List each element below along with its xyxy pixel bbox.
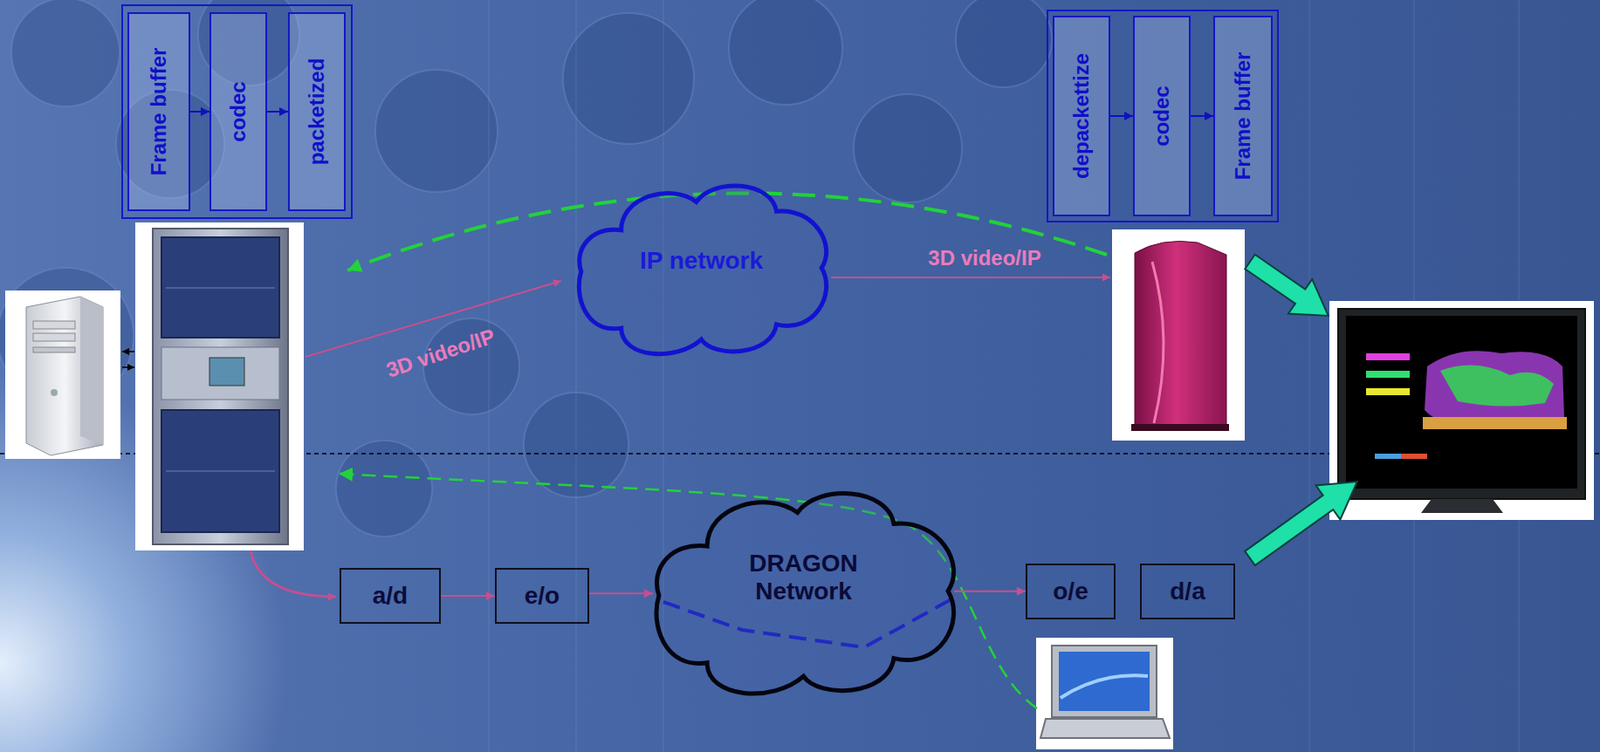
box-label: Frame buffer xyxy=(146,48,172,177)
rack-cabinet xyxy=(152,228,289,545)
sender-group-outline xyxy=(122,5,352,219)
rack-line xyxy=(165,287,275,289)
workstation-curve xyxy=(1152,261,1164,424)
block-arrow xyxy=(1237,244,1340,333)
laptop-base xyxy=(1040,719,1170,739)
converter-box: d/a xyxy=(1139,563,1236,620)
decor-circle xyxy=(563,13,694,145)
stream-label: 3D video/IP xyxy=(927,246,1041,271)
screen-bar xyxy=(1366,388,1410,396)
pc-power-button xyxy=(50,389,58,397)
stripe xyxy=(576,0,577,752)
screen-bar xyxy=(1366,353,1410,361)
rack-display xyxy=(209,357,245,386)
flow-arrow xyxy=(589,592,653,595)
box-label: codec xyxy=(1149,85,1175,146)
laptop-photo-ground xyxy=(1036,638,1174,750)
monitor-frame xyxy=(1338,309,1586,500)
packetizer-box: packetized xyxy=(288,12,346,212)
cloud-shape xyxy=(656,494,955,694)
box-label: packetized xyxy=(304,58,330,166)
converter-box: e/o xyxy=(494,568,590,625)
receiver-group-outline xyxy=(1047,10,1278,222)
laptop-screen xyxy=(1058,652,1150,712)
box-label: o/e xyxy=(1052,577,1088,606)
box-label: codec xyxy=(226,81,251,142)
flow-arrow xyxy=(267,110,289,113)
screen-floor xyxy=(1422,417,1567,430)
pc-drive-bay xyxy=(33,333,76,342)
analog-video-line xyxy=(250,550,337,598)
box-label: e/o xyxy=(524,582,560,611)
rack-panel xyxy=(161,410,280,533)
decor-circle xyxy=(375,69,498,193)
pc-rack-link xyxy=(122,366,135,369)
pc-drive-bay xyxy=(33,347,76,353)
rack-control-strip xyxy=(161,347,280,400)
flow-arrow xyxy=(1190,115,1214,117)
box-label: Frame buffer xyxy=(1230,52,1256,181)
screen-colorbar xyxy=(1374,453,1428,460)
ip-network-cloud: IP network xyxy=(576,173,827,363)
pc-icon xyxy=(5,290,121,460)
screen-bar xyxy=(1366,370,1410,378)
pc-drive-bay xyxy=(33,321,76,330)
workstation-tower xyxy=(1134,241,1227,429)
box-label: depackettize xyxy=(1069,53,1094,179)
workstation-photo-ground xyxy=(1112,229,1245,441)
stream-label: 3D video/IP xyxy=(383,323,499,384)
network-name: DRAGON Network xyxy=(729,549,879,606)
flow-arrow xyxy=(1110,115,1134,117)
decor-circle xyxy=(336,440,433,537)
monitor-screen xyxy=(1345,315,1578,489)
output-block-arrow xyxy=(1237,465,1370,577)
screen-volume-render xyxy=(1424,350,1565,424)
pc-photo-ground xyxy=(5,290,121,460)
stripe xyxy=(488,0,490,752)
laptop-icon xyxy=(1036,638,1174,750)
pc-rack-link xyxy=(122,350,135,353)
laptop-screen-swoosh xyxy=(1060,675,1148,699)
pc-tower xyxy=(26,296,104,456)
dragon-network-cloud: DRAGON Network xyxy=(652,479,955,704)
decor-circle xyxy=(955,0,1052,88)
workstation-base xyxy=(1131,424,1230,432)
frame-buffer-box: Frame buffer xyxy=(127,12,191,212)
screen-volume-render xyxy=(1440,365,1554,407)
rack-server-icon xyxy=(135,222,304,551)
flow-arrow xyxy=(954,590,1026,593)
decor-circle xyxy=(11,0,120,107)
workstation-icon xyxy=(1112,229,1245,441)
box-label: a/d xyxy=(372,582,408,611)
frame-buffer-box: Frame buffer xyxy=(1213,15,1273,217)
network-name: IP network xyxy=(639,247,763,275)
flow-arrow xyxy=(190,110,210,113)
stripe xyxy=(1309,0,1311,752)
rack-line xyxy=(165,470,275,473)
codec-box: codec xyxy=(209,12,268,212)
screen-colorbar xyxy=(1400,453,1428,460)
depacketizer-box: depackettize xyxy=(1052,15,1111,217)
rack-panel xyxy=(161,237,280,338)
converter-box: o/e xyxy=(1025,563,1116,620)
output-block-arrow xyxy=(1237,244,1340,333)
monitor-stand xyxy=(1421,499,1504,514)
block-arrow xyxy=(1237,465,1370,577)
pc-side xyxy=(80,296,104,446)
flow-arrow xyxy=(440,595,495,598)
laptop-lid xyxy=(1051,645,1157,718)
control-path-dashed xyxy=(338,473,1037,709)
display-monitor-icon xyxy=(1329,301,1594,521)
converter-box: a/d xyxy=(339,568,441,625)
cloud-shape xyxy=(578,185,826,355)
box-label: d/a xyxy=(1169,577,1205,606)
decor-circle xyxy=(728,0,843,105)
codec-box: codec xyxy=(1133,15,1191,217)
video-ip-line xyxy=(830,276,1111,279)
decor-circle xyxy=(853,94,962,203)
monitor-photo-ground xyxy=(1329,301,1594,521)
rack-photo-ground xyxy=(135,222,304,551)
